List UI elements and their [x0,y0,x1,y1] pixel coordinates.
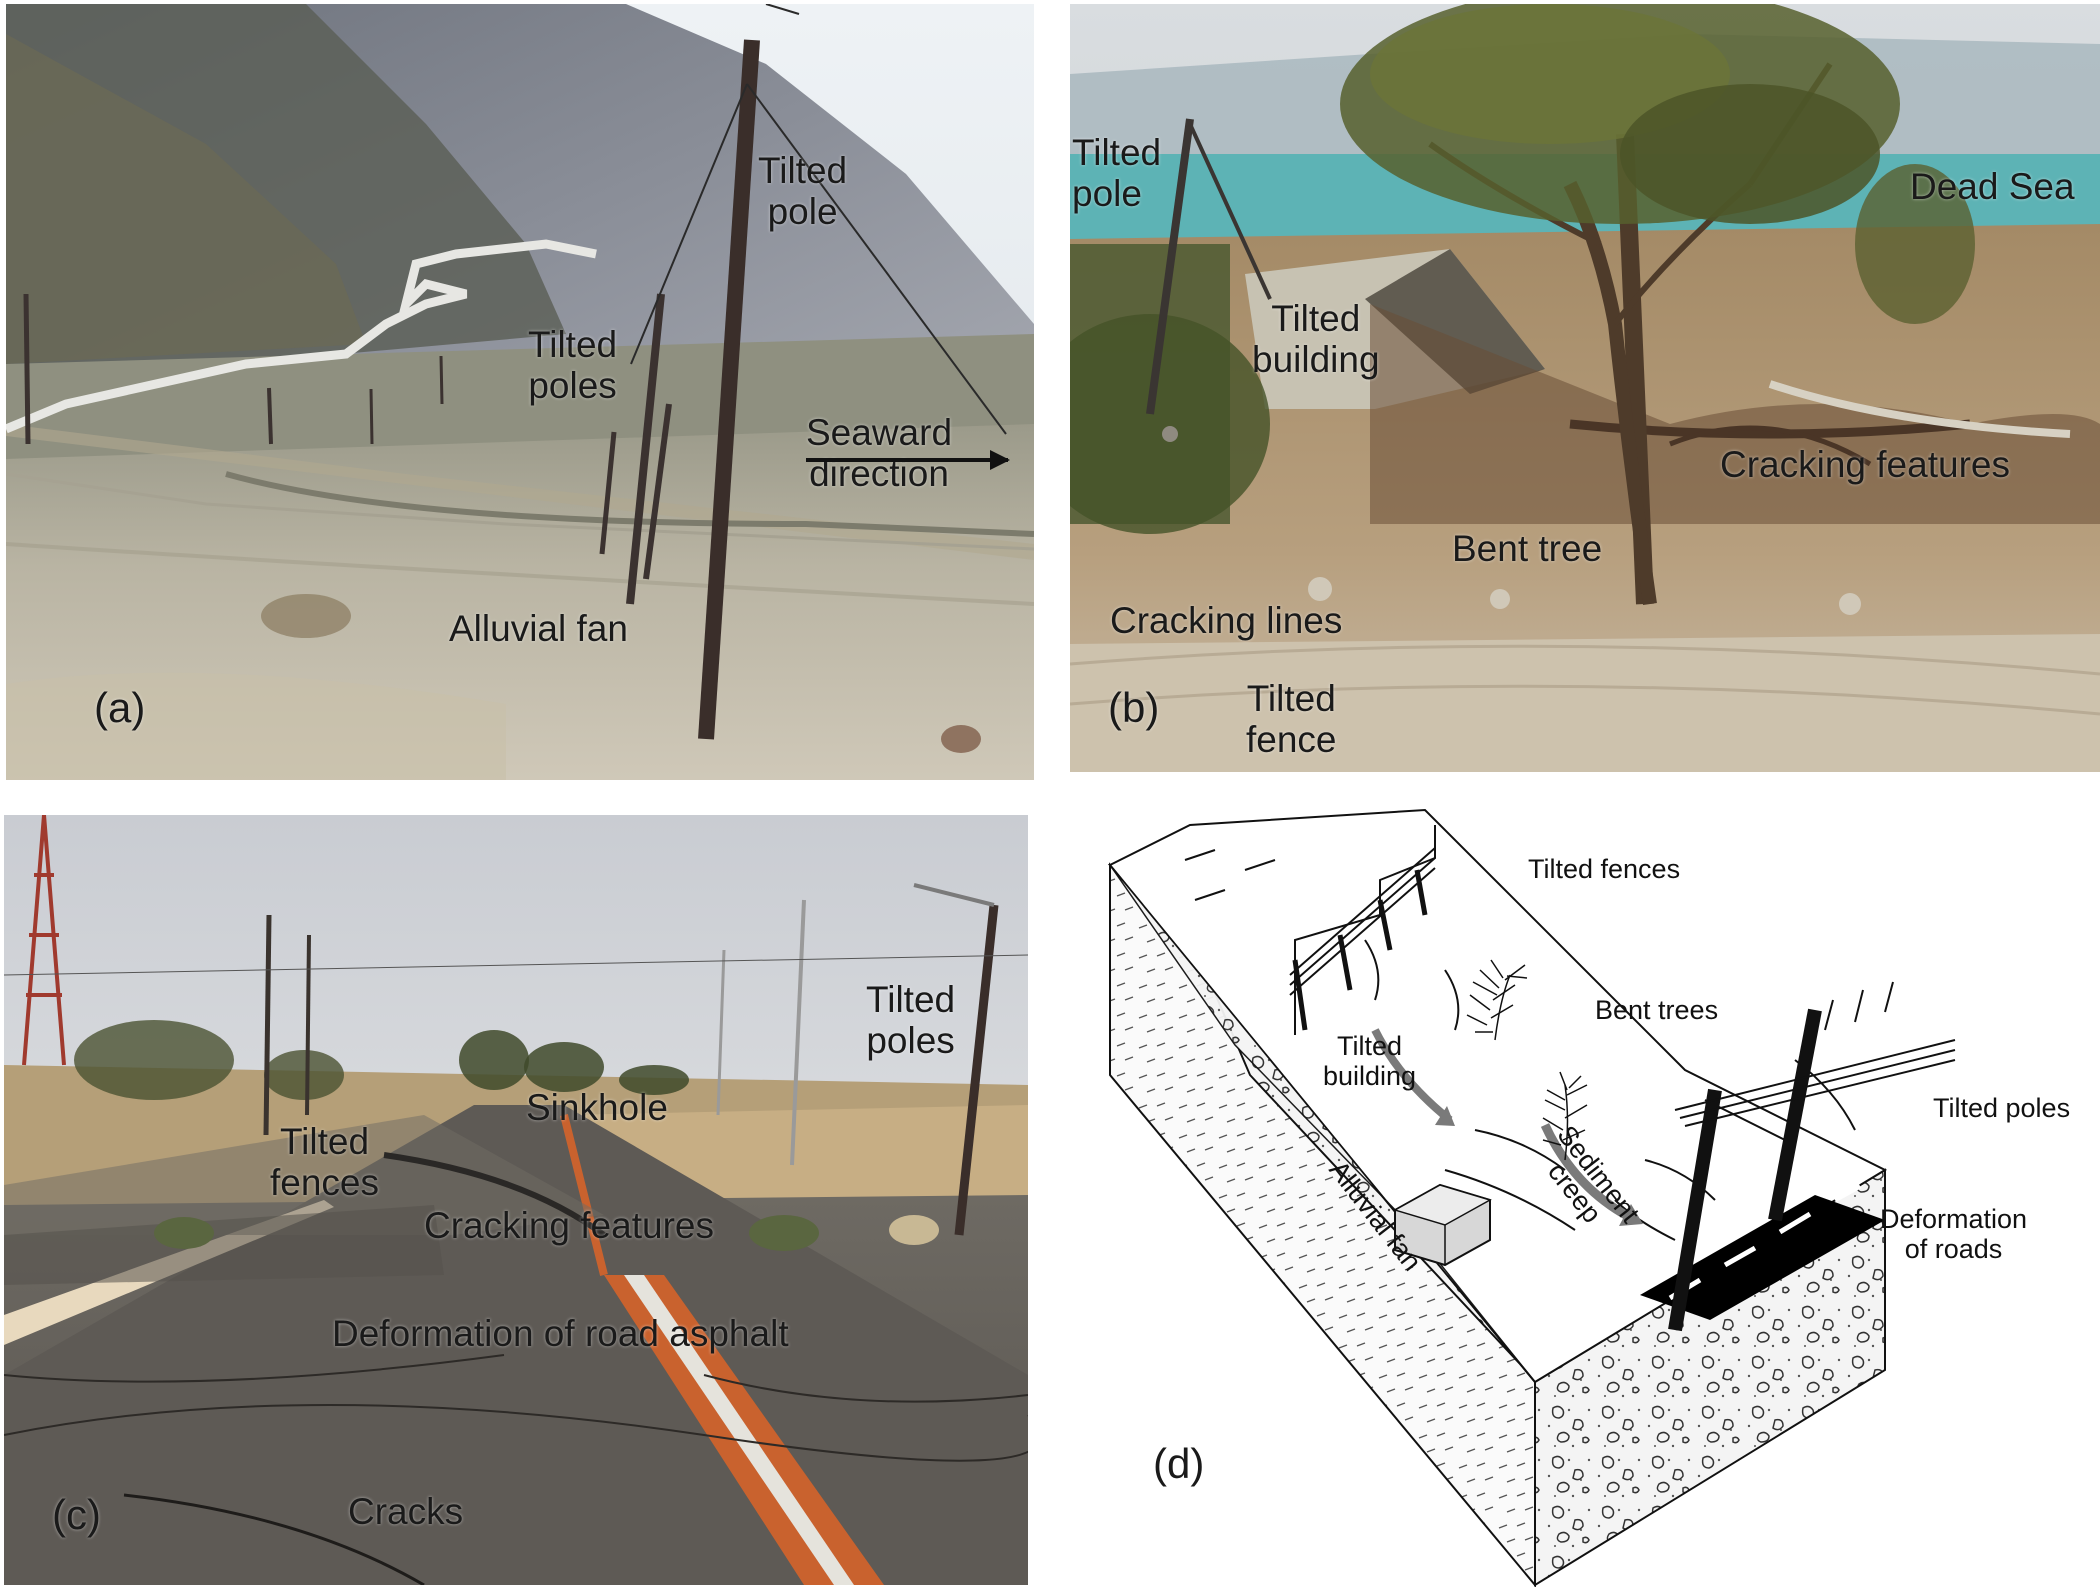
photo-a-scene [6,4,1034,780]
label-cracking-lines: Cracking lines [1110,600,1343,641]
bent-tree-icon [1466,959,1528,1041]
panel-label-a: (a) [94,684,146,731]
panel-label-d: (d) [1153,1440,1205,1487]
label-cracking-features-c: Cracking features [424,1205,714,1246]
label-tilted-fences-d: Tilted fences [1528,854,1681,884]
label-bent-trees: Bent trees [1595,995,1719,1025]
photo-c-scene [4,815,1028,1585]
panel-label-b: (b) [1108,684,1160,731]
bent-tree-icon-2 [1542,1071,1588,1161]
label-alluvial-fan: Alluvial fan [449,608,628,649]
label-bent-tree: Bent tree [1452,528,1603,569]
label-cracks: Cracks [348,1491,464,1532]
label-tilted-poles-d: Tilted poles [1933,1093,2071,1123]
photo-b-scene [1070,4,2100,772]
label-deformation-road: Deformation of road asphalt [332,1313,789,1354]
label-sinkhole: Sinkhole [526,1087,668,1128]
label-cracking-features-b: Cracking features [1720,444,2010,485]
block-diagram [1107,808,1956,1587]
label-dead-sea: Dead Sea [1910,166,2075,207]
panel-label-c: (c) [52,1491,101,1538]
